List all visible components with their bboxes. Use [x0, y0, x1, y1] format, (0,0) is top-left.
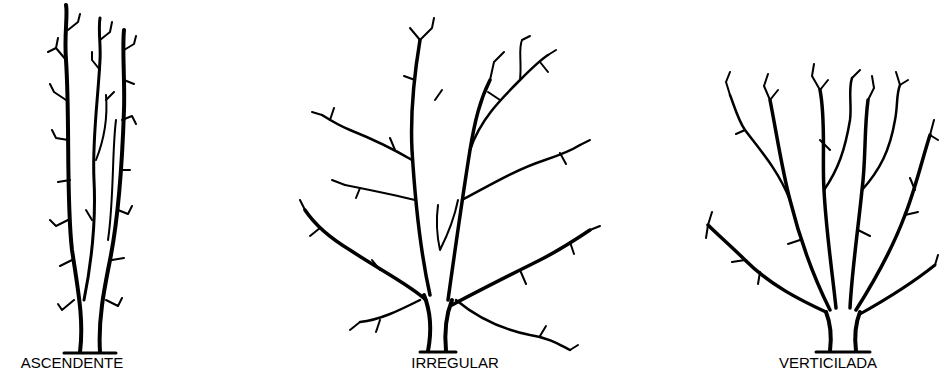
- ascendente-tree: [48, 5, 136, 353]
- tree-form-label: IRREGULAR: [411, 355, 499, 370]
- irregular-tree: [300, 18, 600, 352]
- verticilada-tree: [706, 64, 938, 352]
- tree-form-label: VERTICILADA: [779, 355, 877, 370]
- tree-form-label: ASCENDENTE: [21, 355, 124, 370]
